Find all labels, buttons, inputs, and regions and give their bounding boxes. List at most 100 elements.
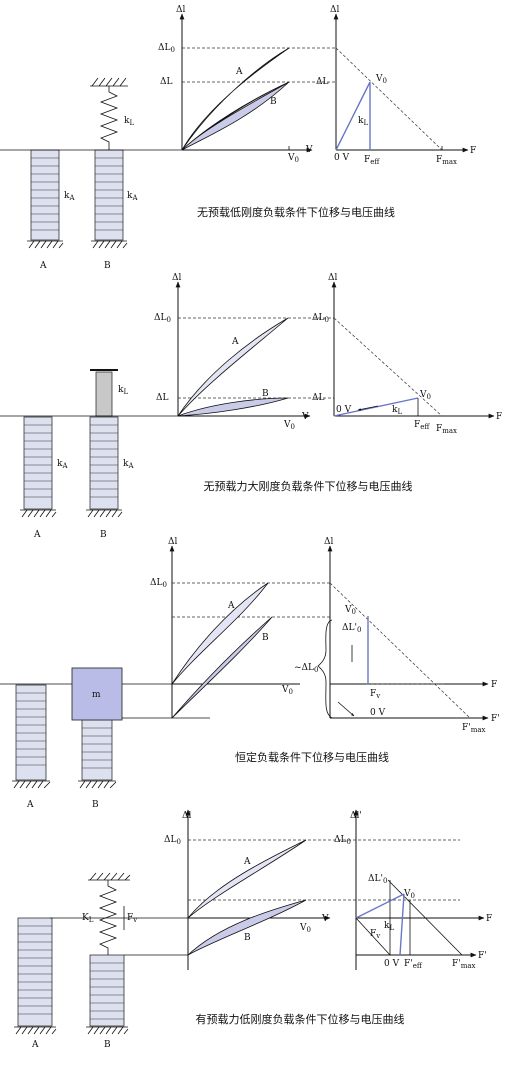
axis-delta-l-right: Δl [330,5,339,15]
label-f-max: Fmax [436,155,457,166]
panel-3-caption: 恒定负载条件下位移与电压曲线 [235,750,389,764]
label-delta-l-right-2: ΔL [312,393,324,403]
hysteresis-loop-b-3 [171,616,273,719]
mass-block [71,667,123,721]
axis-f-4: F [486,914,492,924]
hysteresis-loop-a-2 [177,317,289,417]
axis-delta-l-4: Δl [182,811,191,821]
stiff-load [90,369,118,417]
piezo-stack-b-4 [89,954,125,1027]
label-b-3: B [92,800,99,810]
label-v0: V0 [287,153,299,164]
label-k-l-right: kL [358,116,368,127]
label-0v-2: 0 V [336,405,352,415]
piezo-stack-a [30,149,60,241]
label-m: m [92,690,101,700]
label-f-max-2: Fmax [436,424,457,435]
axis-delta-l-2: Δl [172,273,181,283]
axis-f-2: F [496,412,502,422]
hysteresis-loop-b-4 [187,899,307,956]
curve-b-label-3: B [262,633,269,643]
label-approx-delta-l0: ~ΔL0 [294,663,319,674]
axis-f: F [470,146,476,156]
label-0v-3: 0 V [370,708,386,718]
preload-spring [88,872,131,955]
curve-b-label-4: B [244,933,251,943]
label-v0-4: V0 [299,923,311,934]
axis-f-3: F [491,680,497,690]
curve-a-label: A [235,67,243,77]
label-f-v-4: Fv [127,913,137,924]
label-v0-right-4: V0 [403,889,415,900]
hysteresis-loop-a-4 [187,839,307,919]
label-v0-right: V0 [375,74,387,85]
label-f-v-3: Fv [370,689,380,700]
axis-delta-l: Δl [176,5,185,15]
panel-4: A B KL Fv Δl V V0 ΔL0 A B Δl' F F' ΔL0 [14,809,492,1050]
curve-b-label: B [270,97,277,107]
panel-1: A B kA kA kL Δl V V0 ΔL0 ΔL A B Δl F [0,5,476,271]
axis-delta-l-prime-4: Δl' [350,811,362,821]
label-k-l-4: KL [82,913,94,924]
label-delta-l0-4: ΔL0 [164,835,181,846]
axis-f-prime-3: F' [491,714,500,724]
label-delta-l0-prime: ΔL'0 [342,623,361,634]
hysteresis-loop-b-lower [181,81,290,151]
axis-delta-l-right-2: Δl [328,273,337,283]
label-k-a-2: kA [57,459,68,470]
piezo-stack-b-3 [81,719,113,781]
label-delta-l-2: ΔL [156,393,168,403]
piezo-stack-b-2 [89,416,119,510]
axis-v-2: V [301,412,309,422]
label-f-eff: Feff [364,155,380,166]
label-b-4: B [104,1040,111,1050]
ground-hatch-2 [20,509,123,518]
label-0v: 0 V [334,153,350,163]
ground-hatch-3 [12,780,117,789]
axis-v-4: V [321,914,329,924]
label-delta-l0-right-2: ΔL0 [312,313,329,324]
axis-v: V [305,145,313,155]
curve-a-label-2: A [231,337,239,347]
piezo-stack-a-3 [15,684,47,781]
label-a: A [39,261,47,271]
ground-hatch-4 [14,1026,129,1035]
label-k-l-2: kL [118,385,128,396]
label-delta-l-right: ΔL [316,77,328,87]
spring [90,77,128,150]
label-k-l: kL [124,116,134,127]
label-b: B [104,261,111,271]
hysteresis-loop-a-3 [171,582,269,685]
label-k-a-b-2: kA [123,459,134,470]
label-a-2: A [33,530,41,540]
label-b-2: B [100,530,107,540]
label-delta-l0-3: ΔL0 [150,578,167,589]
panel-1-caption: 无预载低刚度负载条件下位移与电压曲线 [197,205,395,219]
ground-hatch [27,240,128,249]
hysteresis-loop-b-2 [177,397,289,417]
curve-a-label-3: A [227,601,235,611]
axis-f-prime-4: F' [478,951,487,961]
piezo-stack-a-2 [23,416,53,510]
label-k-a: kA [64,191,75,202]
label-a-3: A [26,800,34,810]
label-f-max-4: F'max [452,959,476,970]
label-v0-right-2: V0 [419,390,431,401]
label-f-eff-4: F'eff [404,959,423,970]
piezo-stack-a-4 [17,917,53,1027]
label-delta-l0-2: ΔL0 [154,313,171,324]
label-a-4: A [31,1040,39,1050]
curve-a-label-4: A [243,857,251,867]
panel-3: A B m Δl ΔL0 V0 A B Δl F F' V0 ΔL'0 ~ΔL0… [0,537,500,810]
label-delta-l-mid: ΔL [160,77,172,87]
label-delta-l0: ΔL0 [158,43,175,54]
label-f-max-3: F'max [462,723,486,734]
label-k-l-right-4: kL [384,921,394,932]
label-v0-2: V0 [283,420,295,431]
label-v0-right-3: V0 [344,605,356,616]
label-f-eff-2: Feff [414,420,430,431]
label-v0-3: V0 [281,685,293,696]
panel-2: A B kA kA kL Δl V V0 ΔL0 ΔL A B Δl F ΔL0… [0,273,502,540]
label-0v-4: 0 V [384,959,400,969]
label-delta-l0-right-4: ΔL0 [334,835,351,846]
